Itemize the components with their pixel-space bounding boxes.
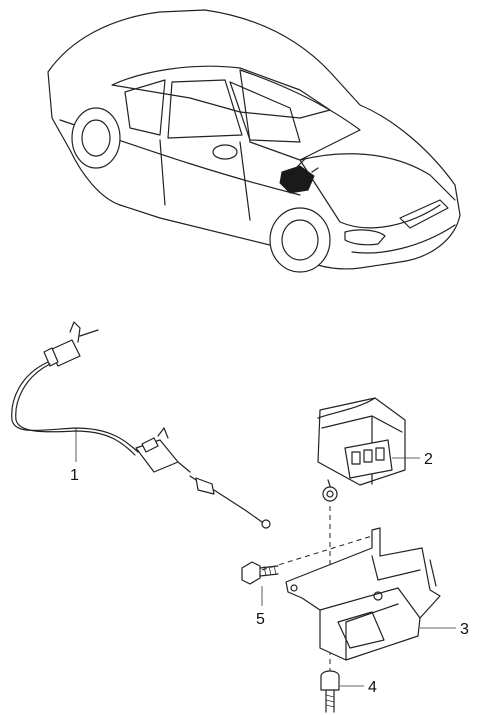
bracket-part-3: 3 xyxy=(285,527,469,661)
cable-part-1: 1 xyxy=(11,321,271,529)
bolt-part-4: 4 xyxy=(320,670,377,713)
callout-4: 4 xyxy=(368,679,377,696)
module-part-2: 2 xyxy=(317,397,433,502)
callout-5: 5 xyxy=(256,611,265,628)
callout-2: 2 xyxy=(424,451,433,468)
callout-3: 3 xyxy=(460,621,469,638)
car-illustration xyxy=(47,9,461,273)
callout-1: 1 xyxy=(70,467,79,484)
screw-part-5: 5 xyxy=(241,561,279,628)
